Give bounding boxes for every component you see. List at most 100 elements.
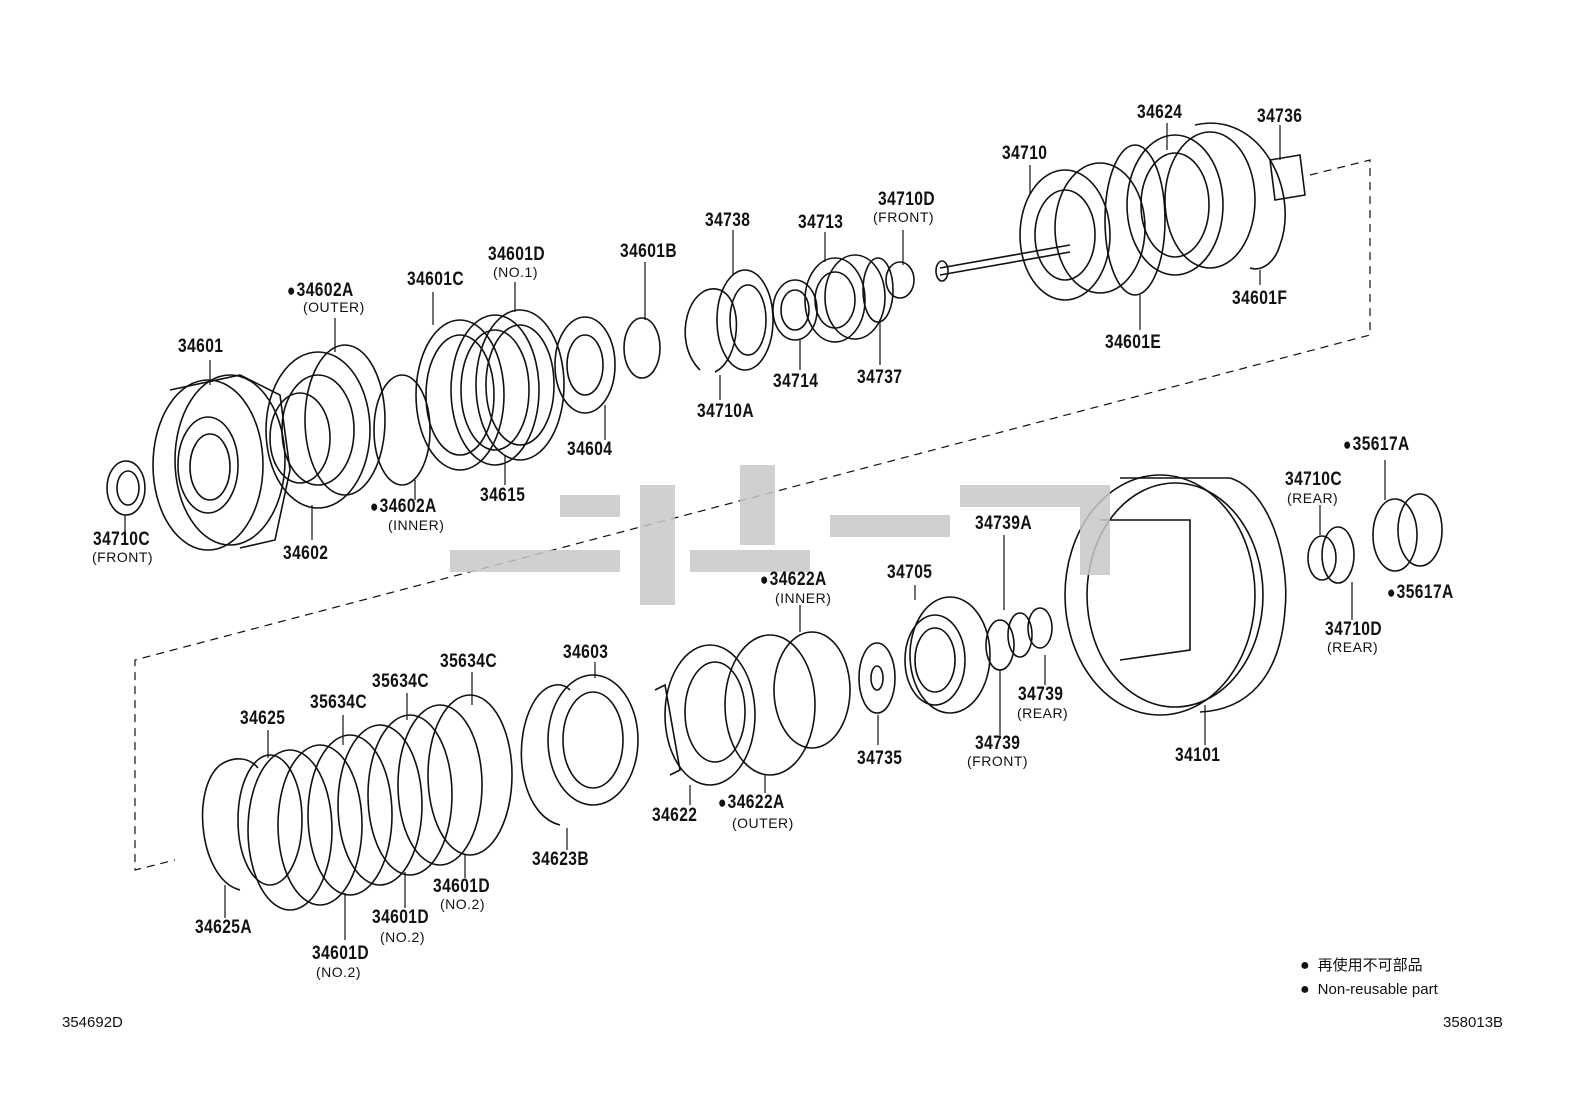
label-34622A-outer-sub: (OUTER) bbox=[732, 815, 794, 831]
label-34622A-inner-sub: (INNER) bbox=[775, 590, 832, 606]
label-35634C-c: 35634C bbox=[310, 692, 368, 713]
label-34705: 34705 bbox=[887, 562, 933, 583]
legend-en: ● Non-reusable part bbox=[1300, 982, 1438, 998]
part-34604-spring-retainer bbox=[554, 316, 616, 414]
legend-bullet-icon: ● bbox=[1300, 981, 1310, 998]
label-34601B: 34601B bbox=[620, 241, 678, 262]
part-34713-gear bbox=[804, 254, 886, 343]
label-34615: 34615 bbox=[480, 485, 526, 506]
label-34622A-inner: 34622A bbox=[760, 570, 827, 589]
label-34601D-no1-sub: (NO.1) bbox=[493, 264, 538, 280]
part-34710A-snap-ring bbox=[684, 288, 738, 373]
part-34622A-outer-ring bbox=[724, 634, 816, 776]
part-34738-race bbox=[716, 269, 774, 371]
part-clutch-plates-pack bbox=[247, 694, 513, 911]
label-34737: 34737 bbox=[857, 367, 903, 388]
label-34601D-no2-c: 34601D bbox=[312, 943, 370, 964]
label-34601: 34601 bbox=[178, 336, 224, 357]
part-34710-shaft-carrier bbox=[935, 162, 1146, 301]
part-34101-case bbox=[1064, 474, 1287, 716]
label-34710C-rear: 34710C bbox=[1285, 469, 1343, 490]
watermark-logo bbox=[450, 465, 1110, 605]
legend-jp: ● 再使用不可部品 bbox=[1300, 958, 1423, 974]
part-34625-flange bbox=[237, 754, 303, 886]
label-34739-rear-sub: (REAR) bbox=[1017, 705, 1069, 721]
part-35617A-rings bbox=[1372, 493, 1443, 572]
legend-en-text: Non-reusable part bbox=[1317, 981, 1438, 998]
label-34602A-outer: 34602A bbox=[287, 281, 354, 300]
label-34601D-no2-b-sub: (NO.2) bbox=[380, 929, 425, 945]
label-34735: 34735 bbox=[857, 748, 903, 769]
part-34622A-inner-ring bbox=[773, 631, 851, 749]
part-34624-hub bbox=[1126, 131, 1256, 276]
label-34625A: 34625A bbox=[195, 917, 253, 938]
part-34602A-outer-ring bbox=[304, 344, 386, 496]
diagram-code-left: 354692D bbox=[62, 1014, 123, 1031]
leader-lines bbox=[124, 123, 1386, 940]
label-35617A-bottom: 35617A bbox=[1387, 583, 1454, 602]
label-34624: 34624 bbox=[1137, 102, 1183, 123]
label-34713: 34713 bbox=[798, 212, 844, 233]
part-34736-clip bbox=[1269, 154, 1306, 201]
part-34601E-snap-ring bbox=[1104, 144, 1166, 296]
label-34739-front: 34739 bbox=[975, 733, 1021, 754]
label-34710D-front-sub: (FRONT) bbox=[873, 209, 935, 225]
part-34622-piston bbox=[654, 644, 756, 786]
part-34705-ring-gear bbox=[904, 596, 991, 714]
part-34714-bearing bbox=[772, 279, 818, 341]
label-34101: 34101 bbox=[1175, 745, 1221, 766]
label-34710: 34710 bbox=[1002, 143, 1048, 164]
label-34739-front-sub: (FRONT) bbox=[967, 753, 1029, 769]
label-34625: 34625 bbox=[240, 708, 286, 729]
label-34714: 34714 bbox=[773, 371, 819, 392]
label-34622A-outer: 34622A bbox=[718, 793, 785, 812]
legend-jp-text: 再使用不可部品 bbox=[1317, 957, 1423, 974]
label-34601E: 34601E bbox=[1105, 332, 1162, 353]
part-34735-thrust-washer bbox=[858, 642, 896, 714]
label-34603: 34603 bbox=[563, 642, 609, 663]
label-34601D-no2-b: 34601D bbox=[372, 907, 430, 928]
label-34602: 34602 bbox=[283, 543, 329, 564]
label-34601F: 34601F bbox=[1232, 288, 1288, 309]
label-34739A: 34739A bbox=[975, 513, 1033, 534]
label-35634C-a: 35634C bbox=[440, 651, 498, 672]
legend-bullet-icon: ● bbox=[1300, 957, 1310, 974]
label-34736: 34736 bbox=[1257, 106, 1303, 127]
part-34710C-rear-race bbox=[1307, 526, 1355, 584]
label-34604: 34604 bbox=[567, 439, 613, 460]
label-34710C-front: 34710C bbox=[93, 529, 151, 550]
label-34601D-no2-c-sub: (NO.2) bbox=[316, 964, 361, 980]
label-35634C-b: 35634C bbox=[372, 671, 430, 692]
label-34710C-rear-sub: (REAR) bbox=[1287, 490, 1339, 506]
label-34602A-outer-sub: (OUTER) bbox=[303, 299, 365, 315]
label-34623B: 34623B bbox=[532, 849, 590, 870]
part-34737-washer bbox=[862, 257, 915, 323]
label-34710D-front: 34710D bbox=[878, 189, 936, 210]
label-34601D-no1: 34601D bbox=[488, 244, 546, 265]
part-34601F-snap-ring bbox=[1194, 122, 1286, 270]
label-35617A-top: 35617A bbox=[1343, 435, 1410, 454]
label-34601D-no2-a: 34601D bbox=[433, 876, 491, 897]
part-34601C-plates bbox=[415, 309, 565, 471]
part-34623B-snap-ring bbox=[520, 684, 571, 826]
part-34710C-front-seal bbox=[106, 460, 146, 516]
label-34602A-inner: 34602A bbox=[370, 497, 437, 516]
part-34602-piston bbox=[265, 351, 371, 509]
part-34603-spring-retainer bbox=[547, 674, 639, 806]
label-34710A: 34710A bbox=[697, 401, 755, 422]
label-34738: 34738 bbox=[705, 210, 751, 231]
label-34622: 34622 bbox=[652, 805, 698, 826]
label-34710C-front-sub: (FRONT) bbox=[92, 549, 154, 565]
part-34602A-inner-ring bbox=[373, 374, 431, 486]
label-34710D-rear-sub: (REAR) bbox=[1327, 639, 1379, 655]
part-34601-drum bbox=[152, 374, 291, 551]
diagram-code-right: 358013B bbox=[1443, 1014, 1504, 1031]
part-34739-bearings bbox=[985, 607, 1053, 671]
label-34601C: 34601C bbox=[407, 269, 465, 290]
label-34602A-inner-sub: (INNER) bbox=[388, 517, 445, 533]
part-34601B-snap-ring bbox=[623, 317, 661, 379]
part-34625A-snap-ring bbox=[201, 758, 259, 891]
label-34710D-rear: 34710D bbox=[1325, 619, 1383, 640]
label-34601D-no2-a-sub: (NO.2) bbox=[440, 896, 485, 912]
